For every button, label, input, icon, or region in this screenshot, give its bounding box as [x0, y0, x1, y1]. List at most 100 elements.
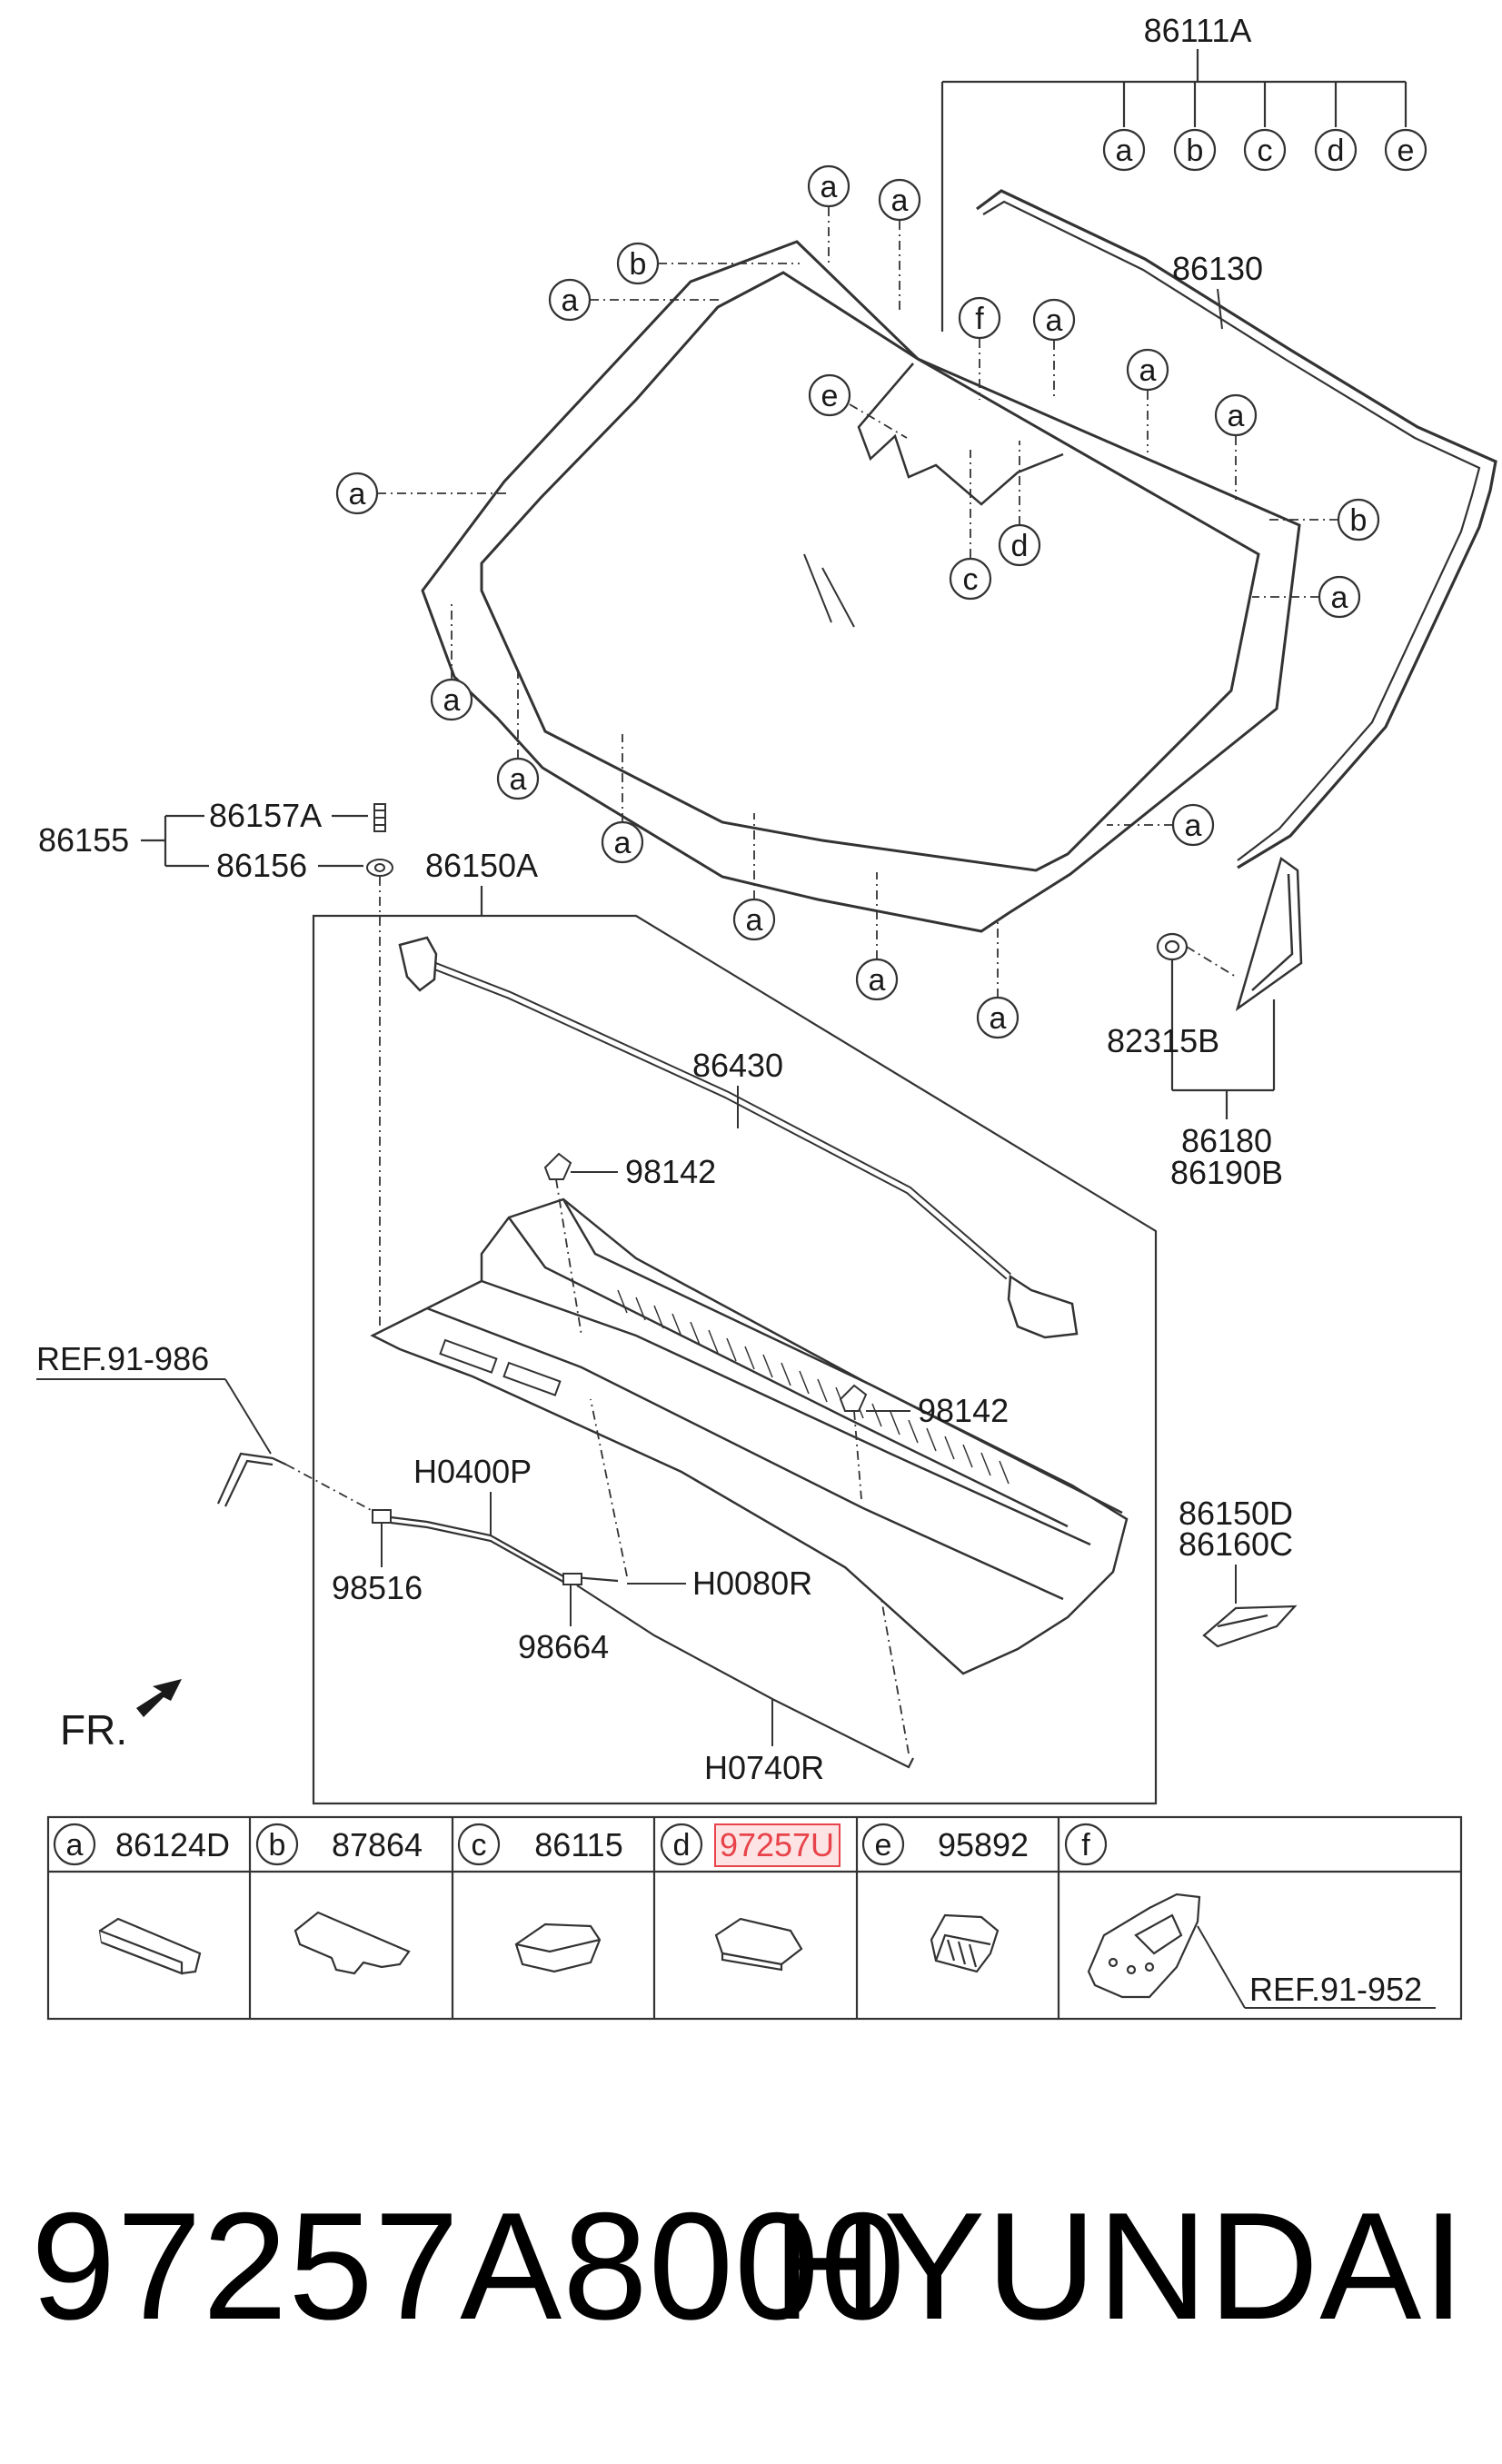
assy-bracket [940, 49, 1408, 332]
svg-text:a: a [869, 963, 886, 998]
label-98664: 98664 [518, 1628, 609, 1665]
weatherstrip [398, 936, 1079, 1339]
svg-text:a: a [1046, 303, 1063, 338]
highlight-box [714, 1823, 841, 1867]
svg-text:a: a [1331, 581, 1348, 615]
grommet-dash [1186, 946, 1237, 978]
callout-d-1: d [998, 523, 1041, 567]
label-ref-left: REF.91-986 [36, 1340, 209, 1377]
table-header-f: f [1064, 1823, 1108, 1866]
callout-a-3: a [548, 278, 592, 322]
svg-text:c: c [472, 1828, 487, 1863]
label-98142-upper: 98142 [625, 1153, 716, 1190]
garnish-icon [1235, 856, 1303, 1012]
svg-text:a: a [1139, 353, 1157, 388]
brand-name: HYUNDAI [771, 2181, 1466, 2351]
callout-a-6: a [1214, 393, 1258, 437]
svg-text:86115: 86115 [534, 1826, 622, 1863]
svg-text:e: e [875, 1828, 892, 1863]
table-header-b: b 87864 [255, 1823, 423, 1866]
callout-a-12: a [1171, 803, 1215, 847]
part-b-icon [293, 1911, 411, 1975]
svg-text:a: a [1116, 134, 1133, 168]
callout-b-2: b [1337, 498, 1380, 541]
callout-a-11: a [601, 820, 644, 864]
windshield-glass [421, 240, 1301, 933]
label-86155: 86155 [38, 821, 129, 859]
svg-text:a: a [891, 184, 909, 218]
callout-d-top: d [1314, 128, 1358, 172]
svg-text:a: a [1228, 399, 1245, 433]
label-86180: 86180 [1181, 1122, 1272, 1159]
part-f-icon [1087, 1893, 1201, 1999]
svg-text:f: f [975, 302, 984, 336]
label-86150A: 86150A [425, 847, 538, 884]
svg-text:a: a [1185, 809, 1202, 843]
check-valve-icon [562, 1573, 582, 1585]
part-e-icon [930, 1913, 1000, 1973]
svg-text:b: b [630, 247, 647, 282]
bolt-icon [373, 803, 386, 832]
callout-b-1: b [616, 242, 660, 285]
label-86130: 86130 [1172, 250, 1263, 287]
callout-c-1: c [949, 557, 992, 601]
label-86111A: 86111A [1144, 12, 1252, 49]
ref-left-hose [216, 1452, 287, 1507]
table-header-d: d 97257U [660, 1823, 841, 1867]
grommet-icon [1156, 932, 1189, 961]
front-arrow-icon [136, 1679, 182, 1717]
ref-left-leader [224, 1378, 272, 1455]
callout-a-top: a [1102, 128, 1146, 172]
svg-text:a: a [614, 826, 632, 860]
clip-lower-dash [853, 1410, 862, 1500]
ref-left-dash [285, 1464, 373, 1512]
svg-text:87864: 87864 [332, 1826, 423, 1863]
table-header-e: e 95892 [861, 1823, 1029, 1866]
label-86156: 86156 [216, 847, 307, 884]
callout-a-15: a [976, 996, 1020, 1039]
callout-f-1: f [958, 296, 1001, 340]
label-ref-bottom: REF.91-952 [1249, 1971, 1422, 2008]
callout-a-4: a [1032, 298, 1076, 342]
cowl-slots [439, 1338, 562, 1396]
clip-upper-icon [543, 1152, 572, 1180]
svg-text:a: a [562, 283, 579, 318]
table-header-a: a 86124D [53, 1823, 230, 1866]
svg-text:c: c [1258, 134, 1273, 168]
clip-upper-dash [555, 1178, 582, 1336]
label-86150D: 86150D [1179, 1495, 1293, 1532]
callout-a-2: a [878, 178, 921, 222]
svg-text:a: a [990, 1001, 1007, 1036]
cowl-box [312, 886, 1158, 1805]
part-number: 97257A8000 [31, 2181, 906, 2351]
label-86160C: 86160C [1179, 1525, 1293, 1563]
callout-b-top: b [1173, 128, 1217, 172]
label-98516: 98516 [332, 1569, 423, 1606]
label-86190B: 86190B [1170, 1154, 1283, 1191]
part-a-icon [98, 1917, 202, 1975]
callout-a-8: a [1318, 575, 1361, 619]
clip-lower-icon [839, 1384, 868, 1412]
garnish-bracket [1170, 959, 1276, 1119]
H0740R-dash [880, 1598, 910, 1754]
callout-e-1: e [808, 373, 851, 417]
svg-text:f: f [1081, 1828, 1090, 1863]
label-H0080R: H0080R [692, 1565, 812, 1602]
callout-a-5: a [1126, 348, 1169, 392]
callout-group: a b c d e a a b a f a a a e a b d c a a … [335, 128, 1427, 1039]
callout-a-9: a [430, 678, 473, 721]
svg-text:95892: 95892 [938, 1826, 1029, 1863]
cowl-panel [370, 1197, 1129, 1675]
callout-a-13: a [732, 898, 776, 941]
part-c-icon [514, 1923, 602, 1973]
svg-text:a: a [746, 903, 763, 938]
callout-c-top: c [1243, 128, 1287, 172]
svg-text:97257U: 97257U [720, 1826, 834, 1863]
svg-text:c: c [963, 562, 979, 597]
parts-table [46, 1815, 1463, 2021]
svg-text:d: d [1328, 134, 1345, 168]
svg-text:a: a [66, 1828, 84, 1863]
label-front: FR. [60, 1706, 127, 1754]
svg-text:a: a [821, 170, 838, 204]
